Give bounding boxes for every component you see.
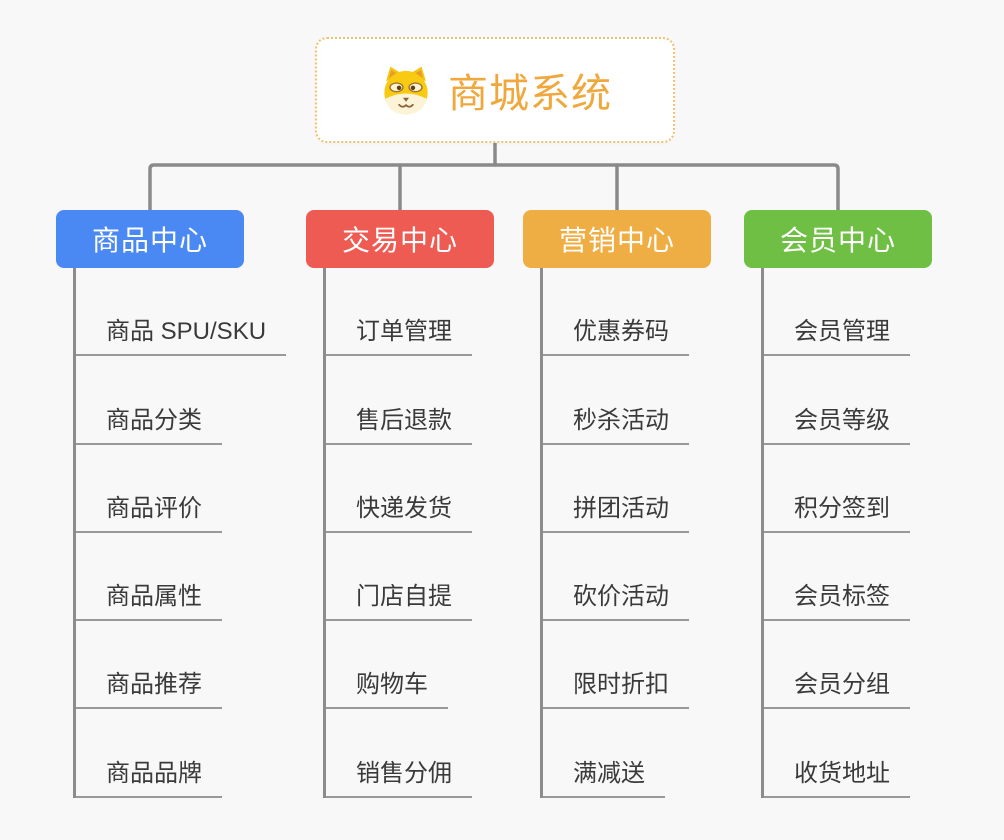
branch-header[interactable]: 商品中心 [56, 210, 244, 268]
branch-item-label[interactable]: 商品 SPU/SKU [76, 311, 287, 357]
branch-item-label[interactable]: 秒杀活动 [543, 400, 689, 445]
branch-label: 营销中心 [558, 225, 675, 256]
branch-label: 商品中心 [91, 225, 208, 256]
root-node[interactable]: 商城系统 [315, 37, 675, 143]
branch-item-label[interactable]: 商品推荐 [76, 664, 222, 710]
dog-face-icon [378, 64, 434, 116]
branch-item-label[interactable]: 购物车 [326, 664, 448, 710]
branch-item-label[interactable]: 商品评价 [76, 488, 222, 533]
branch-item-label[interactable]: 商品品牌 [76, 753, 222, 798]
branch-item-label[interactable]: 快递发货 [326, 488, 472, 533]
branch-item: 商品 SPU/SKU [76, 268, 287, 357]
branch-2: 营销中心 优惠券码秒杀活动拼团活动砍价活动限时折扣满减送 [523, 210, 711, 798]
branch-item-label[interactable]: 拼团活动 [543, 488, 689, 533]
root-title: 商城系统 [448, 72, 612, 116]
branch-item-label[interactable]: 会员等级 [764, 400, 910, 445]
branch-item: 商品推荐 [76, 621, 244, 710]
branch-item-label[interactable]: 收货地址 [764, 753, 910, 798]
branch-item: 售后退款 [326, 356, 494, 445]
branch-item-label[interactable]: 限时折扣 [543, 664, 689, 710]
branch-item: 限时折扣 [543, 621, 711, 710]
branch-item-list: 订单管理售后退款快递发货门店自提购物车销售分佣 [323, 268, 494, 798]
branch-item: 会员等级 [764, 356, 932, 445]
branch-item-label[interactable]: 积分签到 [764, 488, 910, 533]
branch-item-label[interactable]: 会员分组 [764, 664, 910, 710]
branch-item: 会员管理 [764, 268, 932, 357]
branch-item: 满减送 [543, 709, 711, 798]
branch-item-label[interactable]: 门店自提 [326, 576, 472, 622]
branch-item: 商品评价 [76, 445, 244, 533]
branch-header[interactable]: 营销中心 [523, 210, 711, 268]
branch-3: 会员中心 会员管理会员等级积分签到会员标签会员分组收货地址 [744, 210, 932, 798]
branch-item-label[interactable]: 会员标签 [764, 576, 910, 622]
branch-item-list: 会员管理会员等级积分签到会员标签会员分组收货地址 [761, 268, 932, 798]
branch-item-list: 优惠券码秒杀活动拼团活动砍价活动限时折扣满减送 [540, 268, 711, 798]
branch-item-label[interactable]: 优惠券码 [543, 311, 689, 357]
branch-item-label[interactable]: 会员管理 [764, 311, 910, 357]
branch-item: 拼团活动 [543, 445, 711, 533]
branch-item: 商品品牌 [76, 709, 244, 798]
branch-item-label[interactable]: 商品分类 [76, 400, 222, 445]
branch-item: 会员标签 [764, 533, 932, 622]
branch-item: 积分签到 [764, 445, 932, 533]
branch-item-label[interactable]: 砍价活动 [543, 576, 689, 622]
branch-1: 交易中心 订单管理售后退款快递发货门店自提购物车销售分佣 [306, 210, 494, 798]
branch-item: 购物车 [326, 621, 494, 710]
branch-item: 销售分佣 [326, 709, 494, 798]
branch-item-label[interactable]: 满减送 [543, 753, 665, 798]
branch-item: 砍价活动 [543, 533, 711, 622]
branch-item: 秒杀活动 [543, 356, 711, 445]
branch-item-label[interactable]: 售后退款 [326, 400, 472, 445]
branch-item: 商品分类 [76, 356, 244, 445]
branch-item: 优惠券码 [543, 268, 711, 357]
branch-label: 会员中心 [779, 225, 896, 256]
branch-item-label[interactable]: 订单管理 [326, 311, 472, 357]
branch-label: 交易中心 [341, 225, 458, 256]
branch-item: 商品属性 [76, 533, 244, 622]
branch-item: 订单管理 [326, 268, 494, 357]
branch-0: 商品中心 商品 SPU/SKU 商品分类商品评价商品属性商品推荐商品品牌 [56, 210, 287, 798]
branch-item: 会员分组 [764, 621, 932, 710]
branch-item-label[interactable]: 商品属性 [76, 576, 222, 622]
branch-item-label[interactable]: 销售分佣 [326, 753, 472, 798]
branch-header[interactable]: 会员中心 [744, 210, 932, 268]
branch-item: 快递发货 [326, 445, 494, 533]
branch-header[interactable]: 交易中心 [306, 210, 494, 268]
branch-item-list: 商品 SPU/SKU 商品分类商品评价商品属性商品推荐商品品牌 [73, 268, 287, 798]
branch-item: 门店自提 [326, 533, 494, 622]
spine-line [148, 163, 840, 213]
branch-item: 收货地址 [764, 709, 932, 798]
